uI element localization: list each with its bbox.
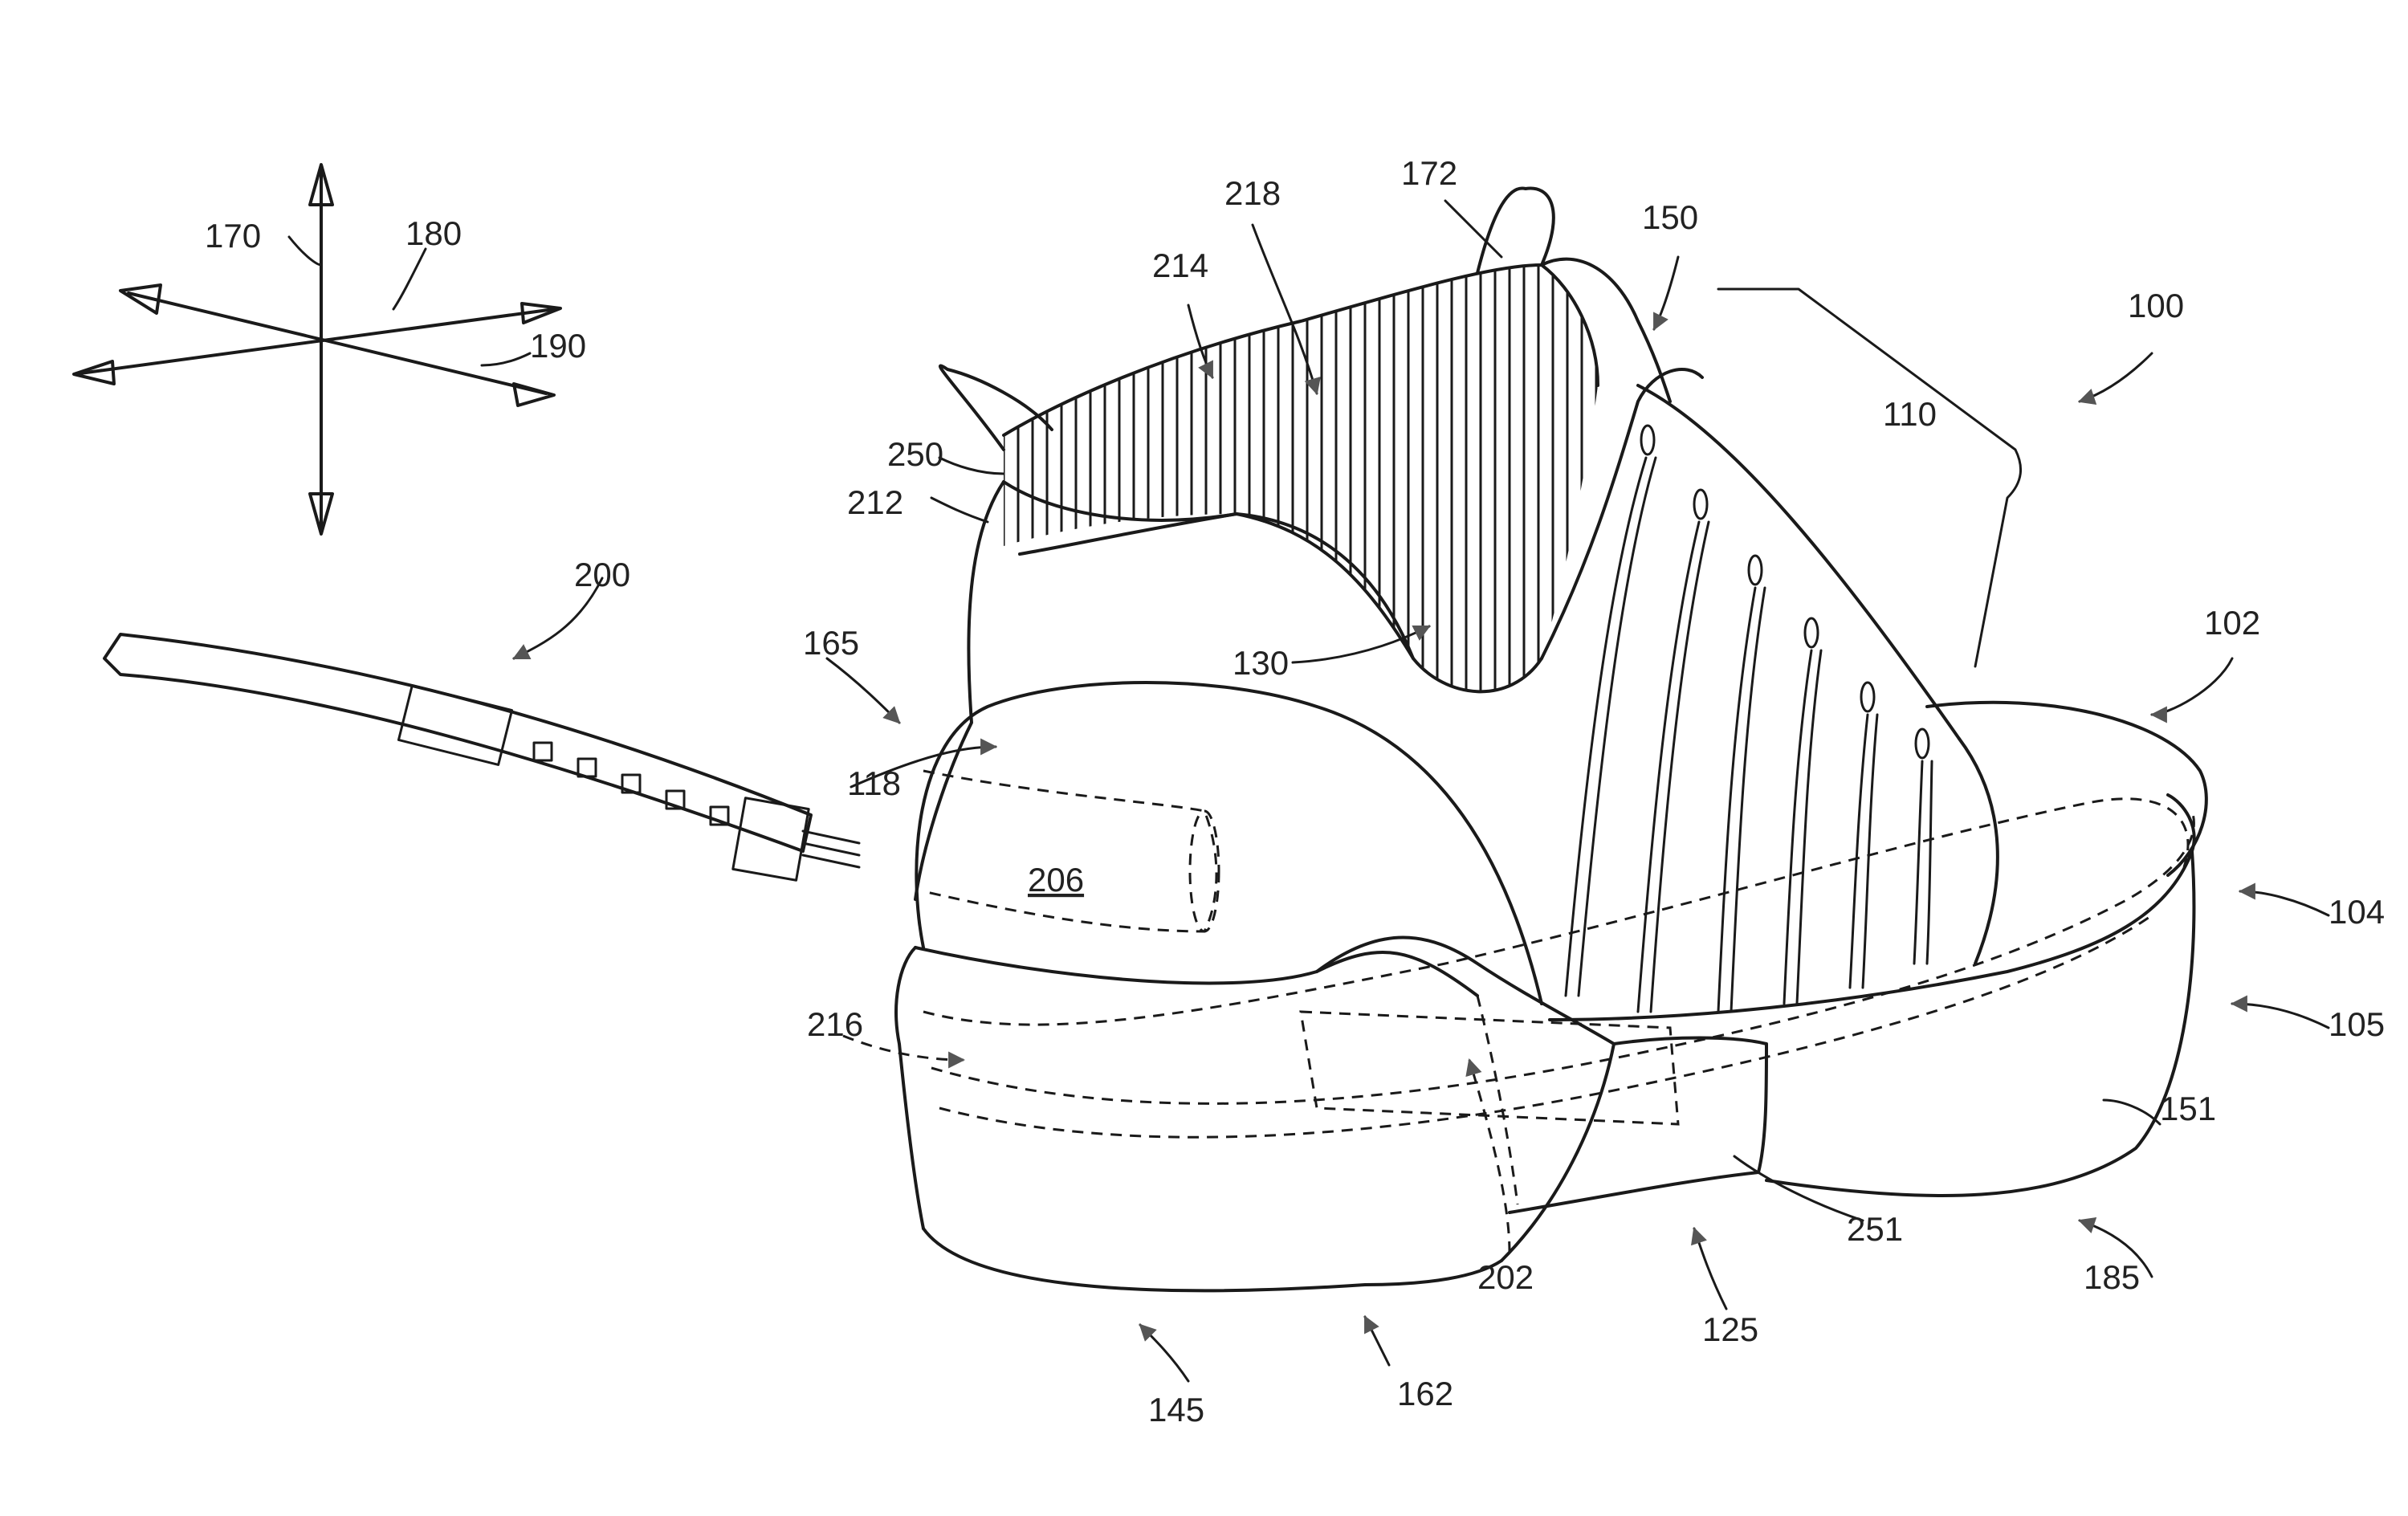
collar-lining-hatch: [1004, 257, 1596, 707]
midsole-toe-edge: [1766, 851, 2194, 1196]
leader-100: [2080, 353, 2152, 401]
numeral-212: 212: [847, 483, 903, 521]
axis-arrowhead-right: [514, 384, 554, 405]
leader-125: [1694, 1229, 1726, 1309]
numeral-104: 104: [2329, 893, 2385, 931]
numeral-100: 100: [2128, 287, 2184, 324]
numeral-102: 102: [2204, 604, 2260, 642]
tongue-top: [1542, 259, 1670, 401]
leader-170: [289, 237, 321, 265]
eyelet: [1861, 683, 1874, 711]
numeral-216: 216: [807, 1005, 863, 1043]
midsole-top-heel: [915, 948, 1477, 996]
device-200: [104, 634, 859, 880]
numeral-125: 125: [1702, 1310, 1758, 1348]
midfoot-piece-125: [1510, 1038, 1766, 1213]
numeral-206: 206: [1028, 861, 1084, 899]
device-wire: [803, 843, 859, 855]
housing-206-outline: [923, 771, 1216, 931]
leader-104: [2240, 891, 2329, 915]
eyelet: [1749, 556, 1762, 585]
numeral-110: 110: [1883, 395, 1937, 433]
vamp-line: [1959, 739, 1998, 964]
lace-strand: [1927, 761, 1932, 964]
leader-180: [393, 249, 426, 309]
leader-212: [931, 498, 988, 522]
device-body: [104, 634, 811, 851]
module-202-outline: [1301, 1012, 1678, 1124]
numeral-200: 200: [574, 556, 630, 593]
lace-strand: [1784, 650, 1811, 1004]
eyelet: [1694, 490, 1707, 519]
lace-strand: [1863, 715, 1877, 988]
numeral-118: 118: [847, 764, 901, 802]
leader-150: [1654, 257, 1678, 329]
footbed-dashed-bottom: [939, 915, 2152, 1137]
tongue-pull-tab: [1477, 188, 1554, 273]
lace-strand: [1797, 650, 1821, 1004]
heel-pull-tab: [940, 366, 1052, 450]
collar-inner-line: [1020, 514, 1413, 658]
device-wire: [803, 855, 859, 867]
lace-strand: [1718, 588, 1755, 1012]
device-button: [534, 743, 552, 760]
numeral-150: 150: [1642, 198, 1698, 236]
lace-strand: [1731, 588, 1765, 1012]
bracket-110: [1718, 289, 2021, 666]
longitudinal-axis-180: [128, 293, 546, 393]
numeral-180: 180: [405, 214, 462, 252]
leader-lines: [289, 201, 2329, 1381]
eyelet: [1916, 729, 1929, 758]
footbed-dashed-upper: [923, 799, 2188, 1025]
numeral-165: 165: [803, 624, 859, 662]
lateral-axis-190: [80, 309, 554, 373]
leader-162: [1365, 1317, 1389, 1365]
midsole-heel-edge: [896, 948, 923, 1229]
housing-206-end: [1190, 811, 1219, 931]
numeral-250: 250: [887, 435, 943, 473]
numeral-218: 218: [1224, 174, 1281, 212]
heel-cup-118: [916, 683, 1542, 1004]
leader-165: [827, 658, 899, 723]
numeral-170: 170: [205, 217, 261, 255]
numeral-190: 190: [530, 327, 586, 365]
numeral-202: 202: [1477, 1258, 1534, 1296]
device-display: [398, 686, 511, 765]
leader-190: [482, 353, 530, 365]
toe-upper: [1927, 703, 2206, 875]
lace-strand: [1914, 761, 1922, 964]
numeral-130: 130: [1233, 644, 1289, 682]
leader-105: [2232, 1004, 2329, 1028]
numeral-185: 185: [2084, 1258, 2140, 1296]
leader-145: [1140, 1325, 1188, 1381]
numeral-105: 105: [2329, 1005, 2385, 1043]
numeral-251: 251: [1847, 1210, 1903, 1248]
leader-102: [2152, 658, 2232, 715]
numeral-162: 162: [1397, 1375, 1453, 1412]
leader-250: [939, 458, 1004, 474]
numeral-151: 151: [2160, 1090, 2216, 1127]
reference-numerals: 100 102 104 105 110 118 125 130 145 150 …: [205, 154, 2385, 1428]
numeral-172: 172: [1401, 154, 1457, 192]
leader-251: [1734, 1156, 1863, 1221]
lace-strand: [1638, 522, 1699, 1012]
leader-202: [1469, 1060, 1510, 1253]
shoe-100: [896, 188, 2206, 1290]
eyestay: [1638, 385, 1959, 739]
numeral-214: 214: [1152, 247, 1208, 284]
footbed-dashed-lower: [931, 811, 2194, 1103]
device-wire: [803, 831, 859, 843]
leader-151: [2104, 1100, 2160, 1124]
numeral-145: 145: [1148, 1391, 1204, 1428]
leader-172: [1445, 201, 1501, 257]
cable-202-dashed: [1477, 996, 1518, 1204]
eyelet: [1805, 618, 1818, 647]
coordinate-axes: [74, 165, 560, 534]
outsole-heel-bottom: [923, 1229, 1501, 1290]
heel-counter: [915, 482, 1004, 899]
eyelet: [1641, 426, 1654, 454]
